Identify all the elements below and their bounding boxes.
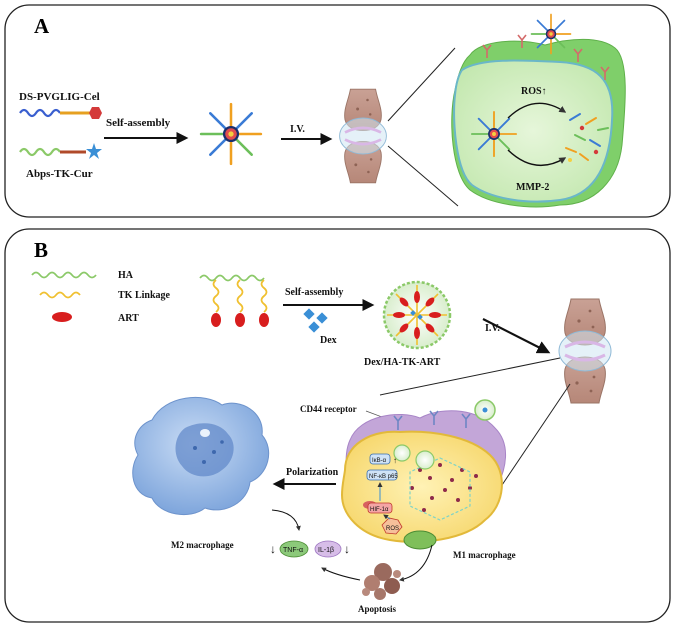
ros-label-b: ROS: [386, 526, 399, 532]
polymer-2-label: Abps-TK-Cur: [26, 168, 93, 180]
ros-to-hif-arrow: [383, 514, 391, 520]
zoom-line-bottom-a: [387, 145, 459, 207]
micelle-nanoparticle: [199, 102, 263, 166]
micelle-in-cell: [470, 110, 518, 158]
mmp-arrow: [507, 149, 567, 167]
m2-label: M2 macrophage: [171, 540, 234, 550]
cytokine-arrow: [271, 509, 301, 531]
legend-tk-label: TK Linkage: [118, 290, 171, 301]
tnf-pill: [279, 540, 309, 558]
ikb-label: IκB-α: [372, 458, 387, 464]
nanoparticle-label: Dex/HA-TK-ART: [364, 357, 441, 368]
dex-molecules: [303, 308, 328, 333]
il1b-down-arrow: ↓: [344, 542, 350, 556]
panel-b-frame: [4, 228, 671, 623]
polymer-ds-pvglig-cel: [19, 107, 102, 119]
legend-ha-icon: [31, 271, 97, 279]
iv-arrow-b: [482, 318, 551, 354]
knee-joint-a: [338, 87, 388, 185]
apoptosis-label: Apoptosis: [358, 604, 397, 614]
surface-receptors-a: [482, 34, 610, 80]
self-assembly-label-a: Self-assembly: [106, 117, 171, 129]
released-fragments: [565, 113, 609, 162]
cd44-label: CD44 receptor: [300, 404, 357, 414]
dex-ha-tk-art-nanoparticle: [382, 280, 452, 350]
polymer-1-label: DS-PVGLIG-Cel: [19, 91, 100, 103]
mmp-label-a: MMP-2: [516, 182, 549, 193]
il1b-label: IL-1β: [318, 547, 334, 554]
zoom-line-top-b: [379, 357, 561, 396]
legend-tk-icon: [39, 291, 81, 299]
polarization-label: Polarization: [286, 467, 339, 478]
dex-label: Dex: [320, 335, 337, 346]
ros-label-a: ROS↑: [521, 86, 547, 97]
iv-label-b: I.V.: [485, 323, 500, 334]
legend-ha-label: HA: [118, 270, 134, 281]
cd44-receptors: [393, 410, 471, 430]
panel-b-label: B: [34, 238, 48, 262]
tnf-down-arrow: ↓: [270, 542, 276, 556]
hif-box: [367, 502, 393, 514]
ikb-box: [369, 453, 391, 465]
ha-tk-art-conjugate: [199, 274, 269, 327]
ros-arrow: [507, 102, 567, 119]
zoom-line-bottom-b: [499, 383, 571, 489]
polymer-abps-tk-cur: [19, 143, 102, 159]
nfkb-label: NF-κB p65: [369, 474, 398, 480]
nanoparticle-binding: [393, 399, 496, 470]
zoom-line-top-a: [387, 47, 456, 122]
knee-joint-b: [557, 297, 613, 405]
apoptotic-body: [362, 563, 401, 600]
legend-art-label: ART: [118, 313, 139, 324]
micelle-approaching: [530, 13, 572, 55]
m2-macrophage: [132, 396, 270, 516]
iv-label-a: I.V.: [290, 124, 305, 135]
il1b-pill: [314, 540, 342, 558]
nfkb-box: [366, 469, 398, 481]
hif-label: HIF-1α: [370, 507, 389, 513]
apoptosis-arrow-in: [399, 544, 433, 582]
tnf-label: TNF-α: [283, 547, 303, 554]
m1-label: M1 macrophage: [453, 550, 516, 560]
apoptosis-arrow-out: [321, 567, 361, 581]
ikb-up-arrow: ↑: [393, 456, 397, 465]
self-assembly-label-b: Self-assembly: [285, 287, 343, 298]
target-cell-a: [451, 38, 626, 208]
legend-art-icon: [52, 312, 72, 322]
panel-a-label: A: [34, 14, 50, 38]
